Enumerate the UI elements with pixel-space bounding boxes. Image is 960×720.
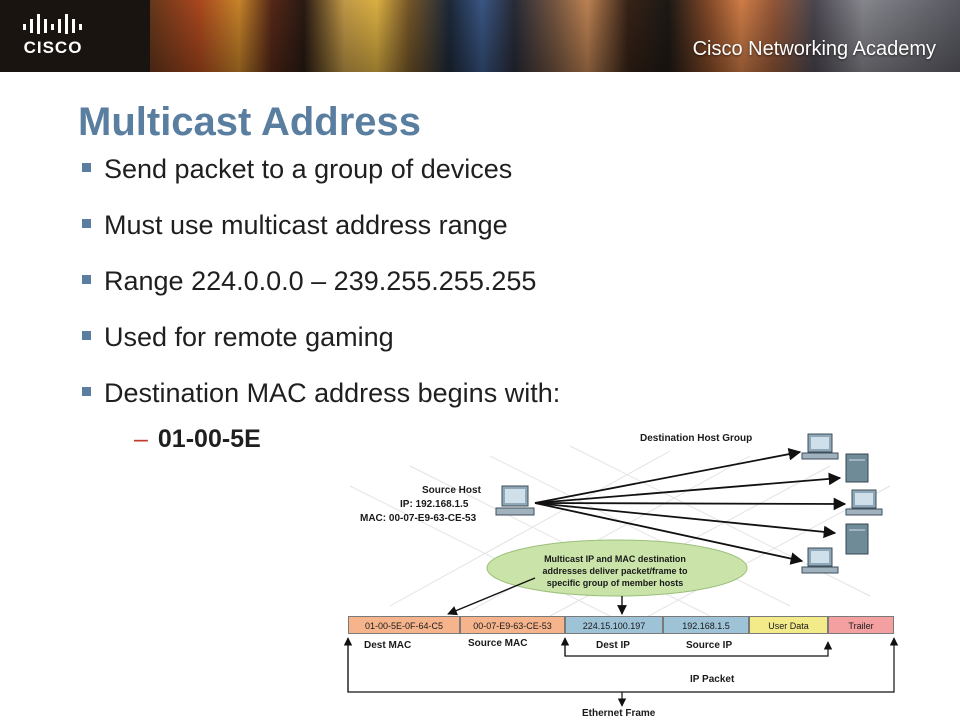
diagram-graphics — [343, 433, 899, 707]
header-banner: CISCO Cisco Networking Academy — [0, 0, 960, 72]
destination-pc-icon — [845, 489, 883, 516]
frame-field-user-data: User Data — [749, 616, 828, 634]
bullet-text: Send packet to a group of devices — [104, 154, 513, 184]
source-host-ip: IP: 192.168.1.5 — [400, 499, 469, 510]
source-ip-label: Source IP — [686, 640, 733, 651]
bullet-text: Destination MAC address begins with: — [104, 378, 561, 408]
source-host-mac: MAC: 00-07-E9-63-CE-53 — [360, 513, 477, 524]
cisco-bars-icon — [23, 14, 82, 34]
bullet-text: Must use multicast address range — [104, 210, 508, 240]
bullet-item: Range 224.0.0.0 – 239.255.255.255 — [80, 262, 560, 318]
ip-packet-label: IP Packet — [690, 674, 735, 685]
sub-bullet: –01-00-5E — [134, 425, 261, 454]
bullet-item: Must use multicast address range — [80, 206, 560, 262]
cisco-logo: CISCO — [18, 14, 88, 58]
grid-floor — [349, 445, 891, 627]
multicast-arrows — [534, 447, 847, 565]
bullet-square-icon — [82, 163, 91, 172]
cisco-logo-text: CISCO — [23, 38, 83, 57]
bullet-text: Range 224.0.0.0 – 239.255.255.255 — [104, 266, 537, 296]
bullet-list: Send packet to a group of devices Must u… — [80, 150, 560, 430]
destination-server-icon — [845, 453, 869, 483]
banner-photo-collage — [150, 0, 960, 72]
frame-brackets — [343, 637, 899, 707]
bullet-square-icon — [82, 331, 91, 340]
bullet-item: Used for remote gaming — [80, 318, 560, 374]
bullet-square-icon — [82, 275, 91, 284]
info-bubble — [486, 539, 748, 597]
dest-ip-label: Dest IP — [596, 640, 630, 651]
bullet-item: Send packet to a group of devices — [80, 150, 560, 206]
frame-field-trailer: Trailer — [828, 616, 894, 634]
academy-title: Cisco Networking Academy — [692, 38, 936, 60]
bubble-arrow-dest-mac — [447, 577, 536, 616]
bullet-text: Used for remote gaming — [104, 322, 394, 352]
sub-bullet-text: 01-00-5E — [157, 425, 261, 453]
destination-server-icon — [845, 523, 869, 555]
frame-field-dest-ip: 224.15.100.197 — [565, 616, 663, 634]
source-mac-label: Source MAC — [468, 638, 528, 649]
source-pc-icon — [495, 485, 535, 516]
bullet-square-icon — [82, 219, 91, 228]
bullet-square-icon — [82, 387, 91, 396]
multicast-diagram: Destination Host Group Source Host IP: 1… — [330, 426, 920, 720]
source-host-label: Source Host — [422, 485, 481, 496]
destination-pc-icon — [801, 433, 839, 460]
slide-title: Multicast Address — [78, 100, 422, 144]
frame-field-dest-mac: 01-00-5E-0F-64-C5 — [348, 616, 460, 634]
frame-field-source-ip: 192.168.1.5 — [663, 616, 749, 634]
ethernet-frame-label: Ethernet Frame — [582, 708, 656, 719]
sub-bullet-dash: – — [134, 425, 148, 453]
dest-mac-label: Dest MAC — [364, 640, 412, 651]
frame-field-source-mac: 00-07-E9-63-CE-53 — [460, 616, 565, 634]
bubble-text: Multicast IP and MAC destination address… — [542, 554, 688, 588]
destination-pc-icon — [801, 547, 839, 574]
destination-group-label: Destination Host Group — [640, 433, 753, 444]
bullet-item: Destination MAC address begins with: — [80, 374, 560, 430]
